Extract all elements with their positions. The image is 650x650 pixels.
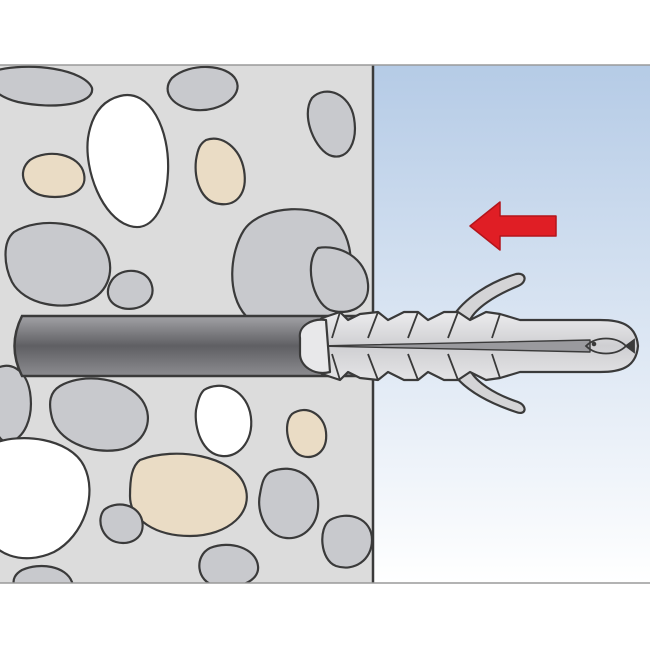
plug-tongue-lower — [450, 368, 526, 414]
stone — [106, 269, 154, 310]
stone — [258, 467, 320, 540]
aggregate-stones — [0, 65, 373, 583]
stone — [12, 564, 74, 583]
plug-tongue-upper — [450, 272, 526, 322]
stone — [306, 90, 356, 158]
stone — [4, 221, 112, 307]
arrow-left-icon — [469, 201, 557, 251]
stone — [166, 65, 239, 112]
stone — [194, 137, 246, 206]
plug-collar — [298, 318, 332, 374]
stone — [0, 437, 91, 560]
stone — [21, 152, 86, 199]
stone — [0, 65, 94, 107]
stone — [321, 514, 373, 569]
wall-plug — [298, 272, 640, 414]
stone — [86, 93, 170, 229]
drilled-hole — [13, 314, 375, 378]
stone — [198, 543, 260, 583]
plug-center-slot — [317, 339, 591, 353]
stone — [49, 377, 149, 452]
stone — [194, 384, 253, 458]
stone — [309, 246, 370, 314]
stone — [128, 452, 248, 538]
stone — [99, 503, 144, 545]
plug-barb-lines — [331, 311, 501, 381]
fish-logo-icon — [584, 337, 635, 355]
stone — [285, 408, 328, 459]
